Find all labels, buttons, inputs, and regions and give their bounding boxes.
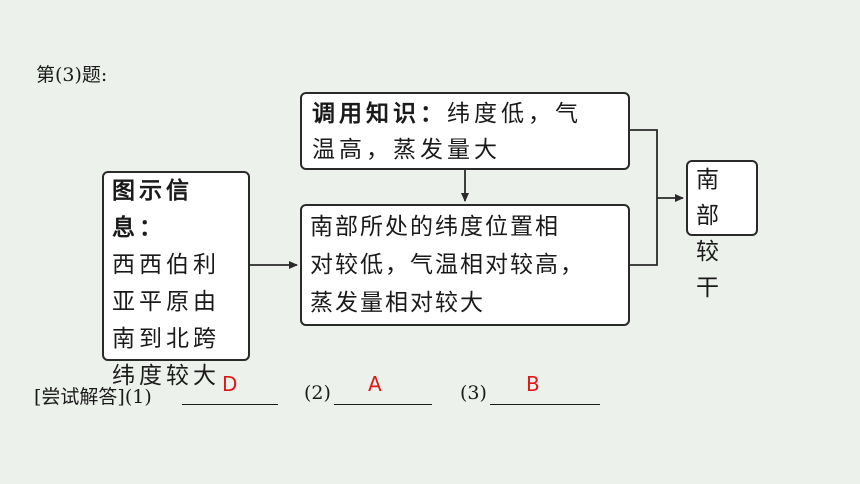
figure-info-box: 图示信息： 西西伯利 亚平原由 南到北跨 纬度较大 xyxy=(102,171,250,389)
south-line: 南部所处的纬度位置相 xyxy=(310,214,560,240)
info-line: 纬度较大 xyxy=(112,363,220,389)
answer-label-3: (3) xyxy=(460,382,487,404)
info-heading: 图示信息： xyxy=(112,178,193,241)
answer-value-1: D xyxy=(222,372,238,396)
recall-line-1: 纬度低，气 xyxy=(447,101,582,127)
result-line: 南部 xyxy=(696,167,723,229)
info-line: 南到北跨 xyxy=(112,326,220,352)
recall-heading: 调用知识： xyxy=(312,101,447,127)
answer-blank-3 xyxy=(490,382,600,405)
recall-knowledge-box: 调用知识：纬度低，气 温高，蒸发量大 xyxy=(300,92,630,170)
question-label: 第(3)题: xyxy=(36,64,108,86)
info-line: 西西伯利 xyxy=(112,252,220,278)
answer-row: [尝试解答](1) D (2) A (3) B xyxy=(34,372,634,422)
answer-blank-2 xyxy=(334,382,432,405)
result-box: 南部 较干 xyxy=(686,160,758,301)
south-line: 对较低，气温相对较高， xyxy=(310,252,585,278)
recall-line-2: 温高，蒸发量大 xyxy=(312,137,501,163)
answer-prefix: [尝试解答](1) xyxy=(34,386,152,408)
result-line: 较干 xyxy=(696,239,723,301)
answer-label-2: (2) xyxy=(304,382,331,404)
answer-blank-1 xyxy=(182,382,278,405)
answer-value-3: B xyxy=(526,372,540,396)
answer-value-2: A xyxy=(368,372,382,396)
info-line: 亚平原由 xyxy=(112,289,220,315)
south-line: 蒸发量相对较大 xyxy=(310,290,485,316)
south-region-box: 南部所处的纬度位置相 对较低，气温相对较高， 蒸发量相对较大 xyxy=(300,204,630,326)
bracket-to-result xyxy=(630,129,658,266)
